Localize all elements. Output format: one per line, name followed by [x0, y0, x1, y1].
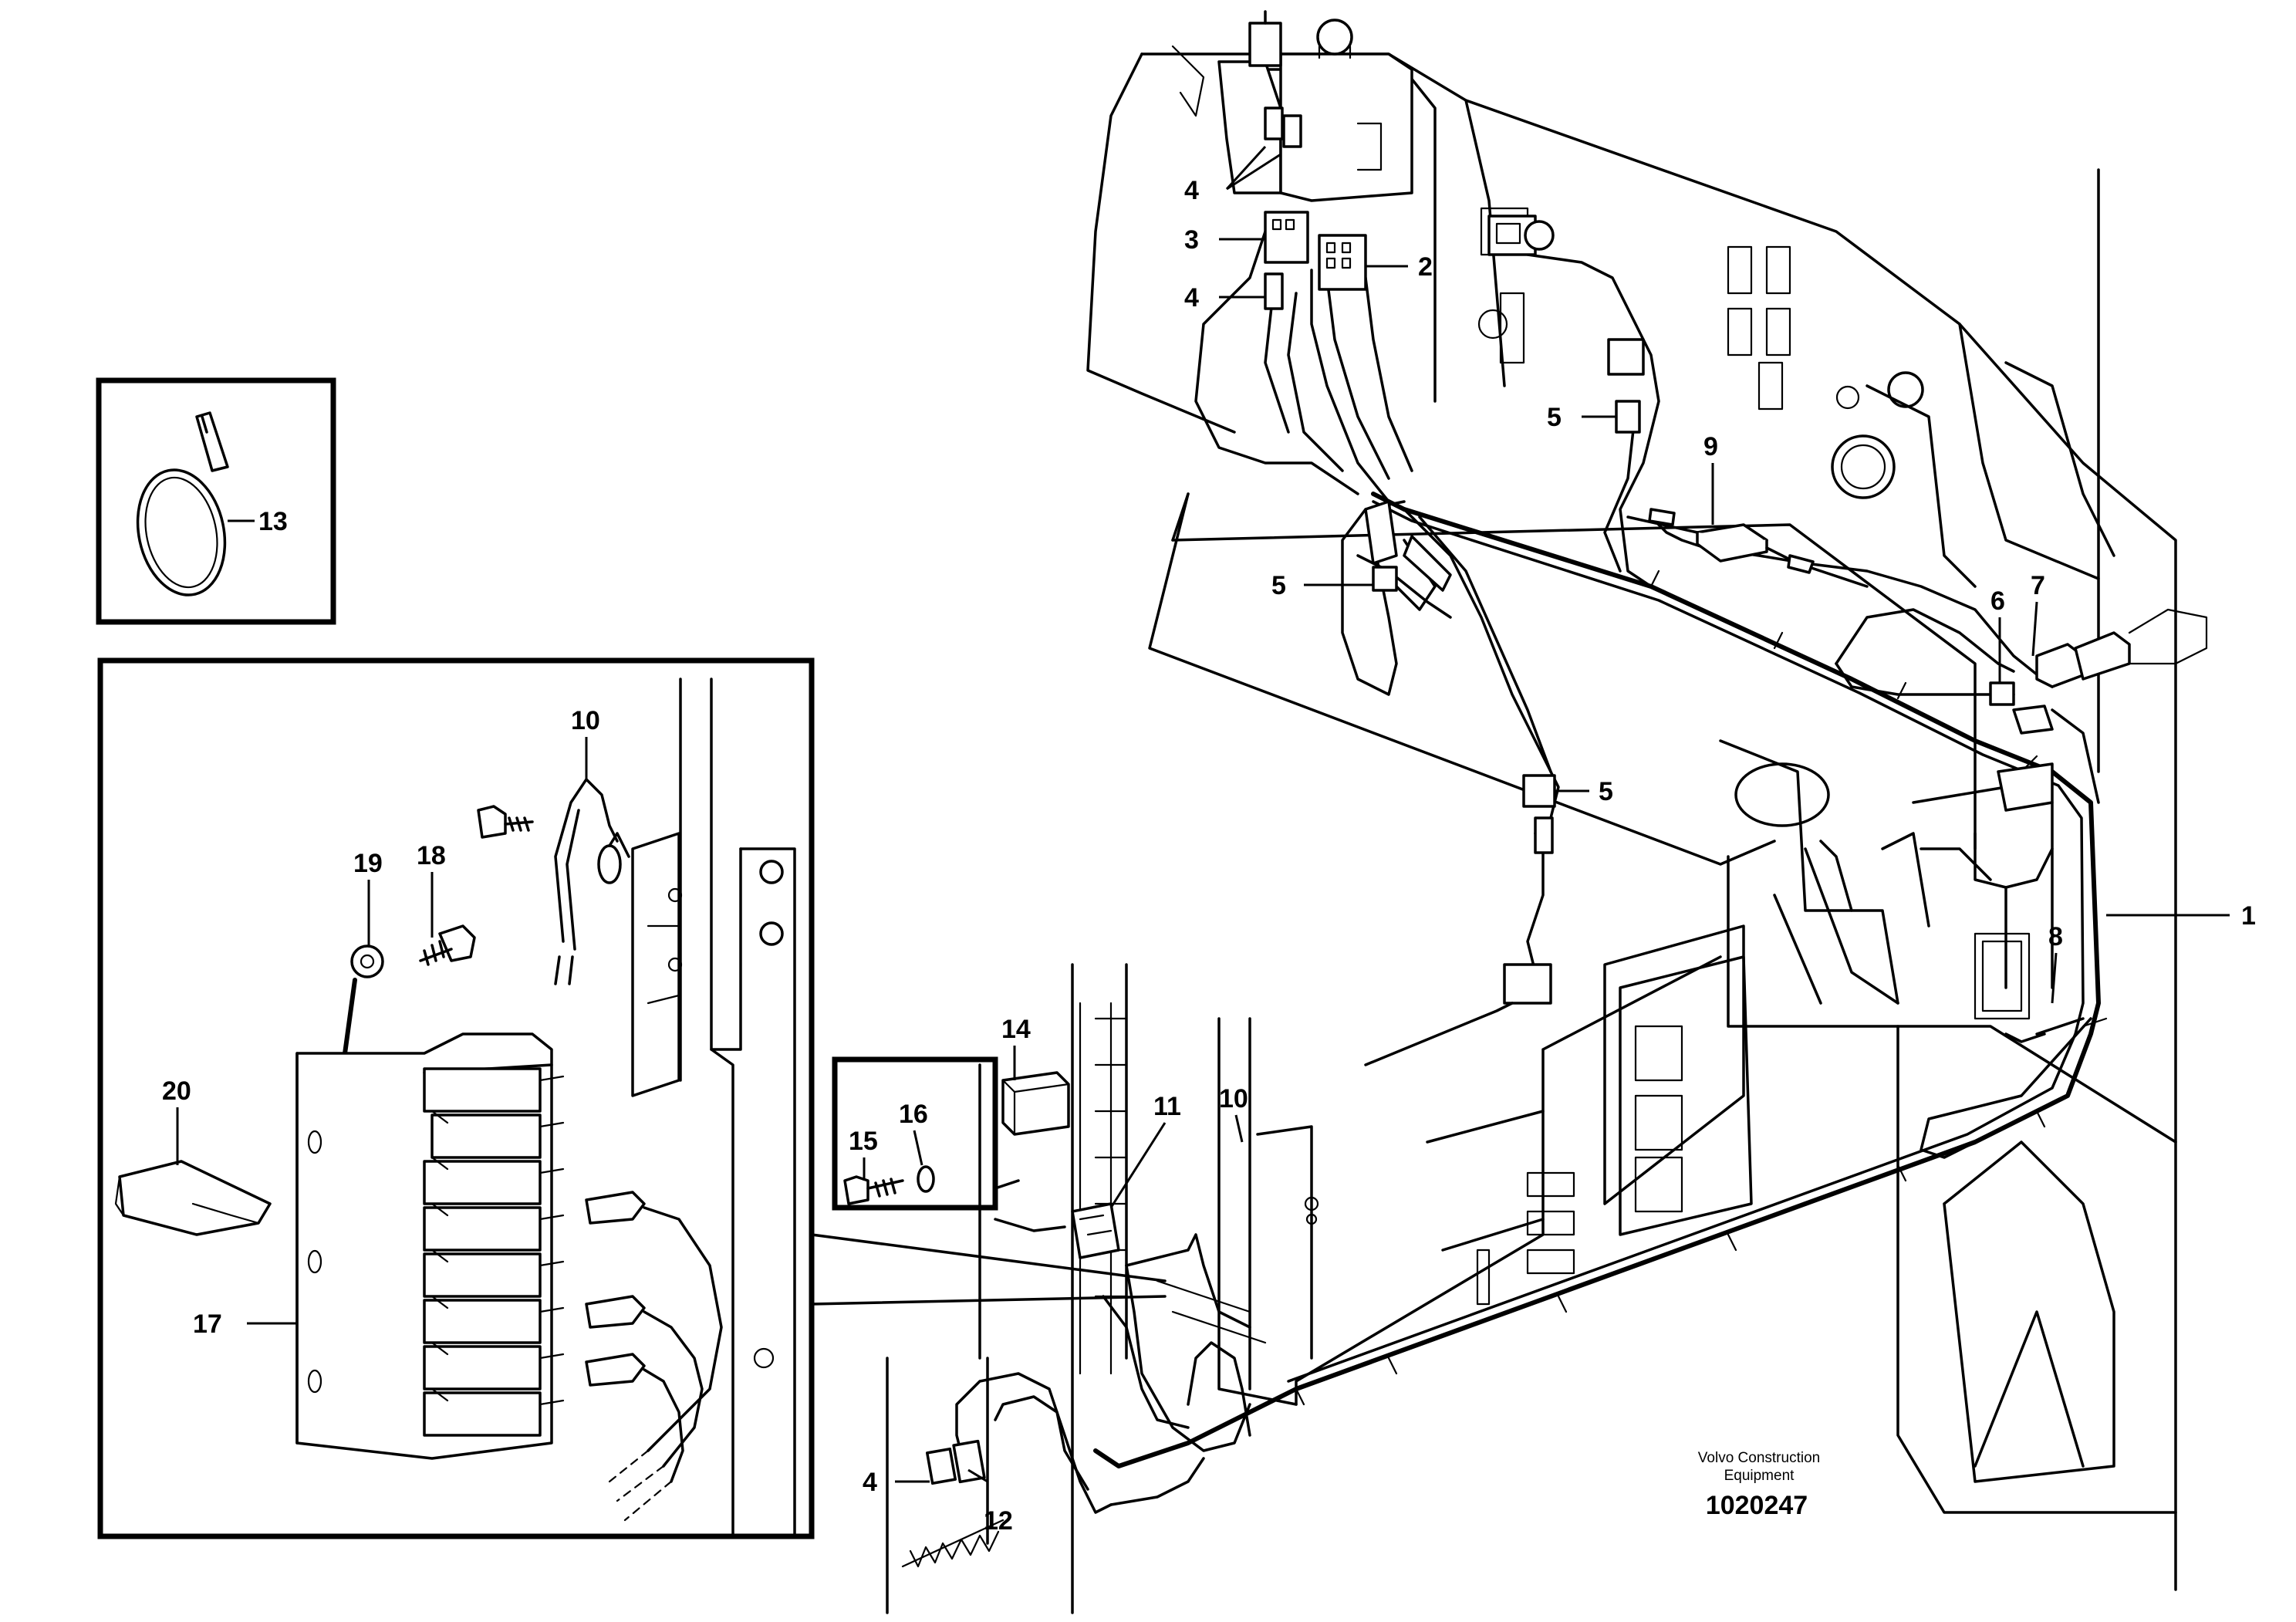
callout-4-mid: 4	[1184, 283, 1199, 313]
connectors-bottom	[901, 1439, 1004, 1568]
center-panel-board	[1304, 955, 1753, 1306]
cab-structure	[886, 52, 2177, 1614]
callout-17: 17	[193, 1309, 222, 1339]
callout-14: 14	[1001, 1015, 1031, 1044]
relay-and-holder	[1001, 1071, 1120, 1259]
callout-20: 20	[162, 1076, 191, 1106]
callout-5-mid: 5	[1599, 777, 1613, 806]
callout-7: 7	[2031, 571, 2045, 600]
callout-9: 9	[1703, 432, 1718, 461]
callout-5-left: 5	[1271, 571, 1286, 600]
callout-1: 1	[2241, 901, 2256, 931]
connector-5-top	[1615, 400, 1641, 434]
callout-12: 12	[984, 1506, 1013, 1536]
screw-washer-inset	[832, 1056, 1066, 1232]
callout-19: 19	[353, 849, 383, 878]
connectors-mid	[1364, 500, 1556, 1066]
main-harness	[1093, 492, 2108, 1468]
fuse-slots	[423, 1067, 565, 1437]
connector-plug-mid	[1607, 338, 1645, 376]
fuse-leads	[585, 1191, 723, 1522]
callout-6: 6	[1990, 586, 2005, 616]
callout-10-inset: 10	[571, 706, 600, 735]
cable-tie-inset	[96, 377, 336, 625]
dashboard-panel	[1477, 207, 2031, 1020]
callout-11: 11	[1153, 1092, 1181, 1121]
air-ducts	[1734, 762, 2054, 1005]
company-name-line1: Volvo Construction	[1698, 1450, 1820, 1466]
switch-unit	[1171, 10, 1413, 202]
callout-3: 3	[1184, 225, 1199, 255]
callout-4-top: 4	[1184, 176, 1199, 205]
callout-labels: 4 3 4 2 5 9 5 5 6 7 8 1 11 10 14 15 16 4…	[162, 176, 2256, 1536]
company-name-line2: Equipment	[1724, 1468, 1795, 1484]
lower-wiring	[955, 1233, 1251, 1514]
sensor-connectors	[1989, 608, 2208, 812]
callout-leaders	[176, 145, 2230, 1483]
callout-10-right: 10	[1219, 1084, 1248, 1113]
callout-18: 18	[417, 841, 446, 870]
inline-fuse-holder	[1626, 508, 1869, 588]
callout-4-bottom: 4	[863, 1468, 877, 1497]
callout-5-top: 5	[1547, 403, 1562, 432]
upper-wiring	[1194, 230, 2100, 1159]
callout-16: 16	[899, 1100, 928, 1129]
connector-4-body	[1264, 272, 1284, 310]
fuse-box-inset	[97, 657, 1167, 1539]
callout-15: 15	[849, 1127, 878, 1156]
connectors-top	[1264, 106, 1645, 434]
callout-13: 13	[258, 507, 288, 536]
callout-8: 8	[2048, 922, 2063, 951]
callout-2: 2	[1418, 252, 1433, 282]
drawing-number: 1020247	[1706, 1491, 1808, 1520]
drawing-footer: Volvo Construction Equipment 1020247	[1698, 1450, 1820, 1520]
